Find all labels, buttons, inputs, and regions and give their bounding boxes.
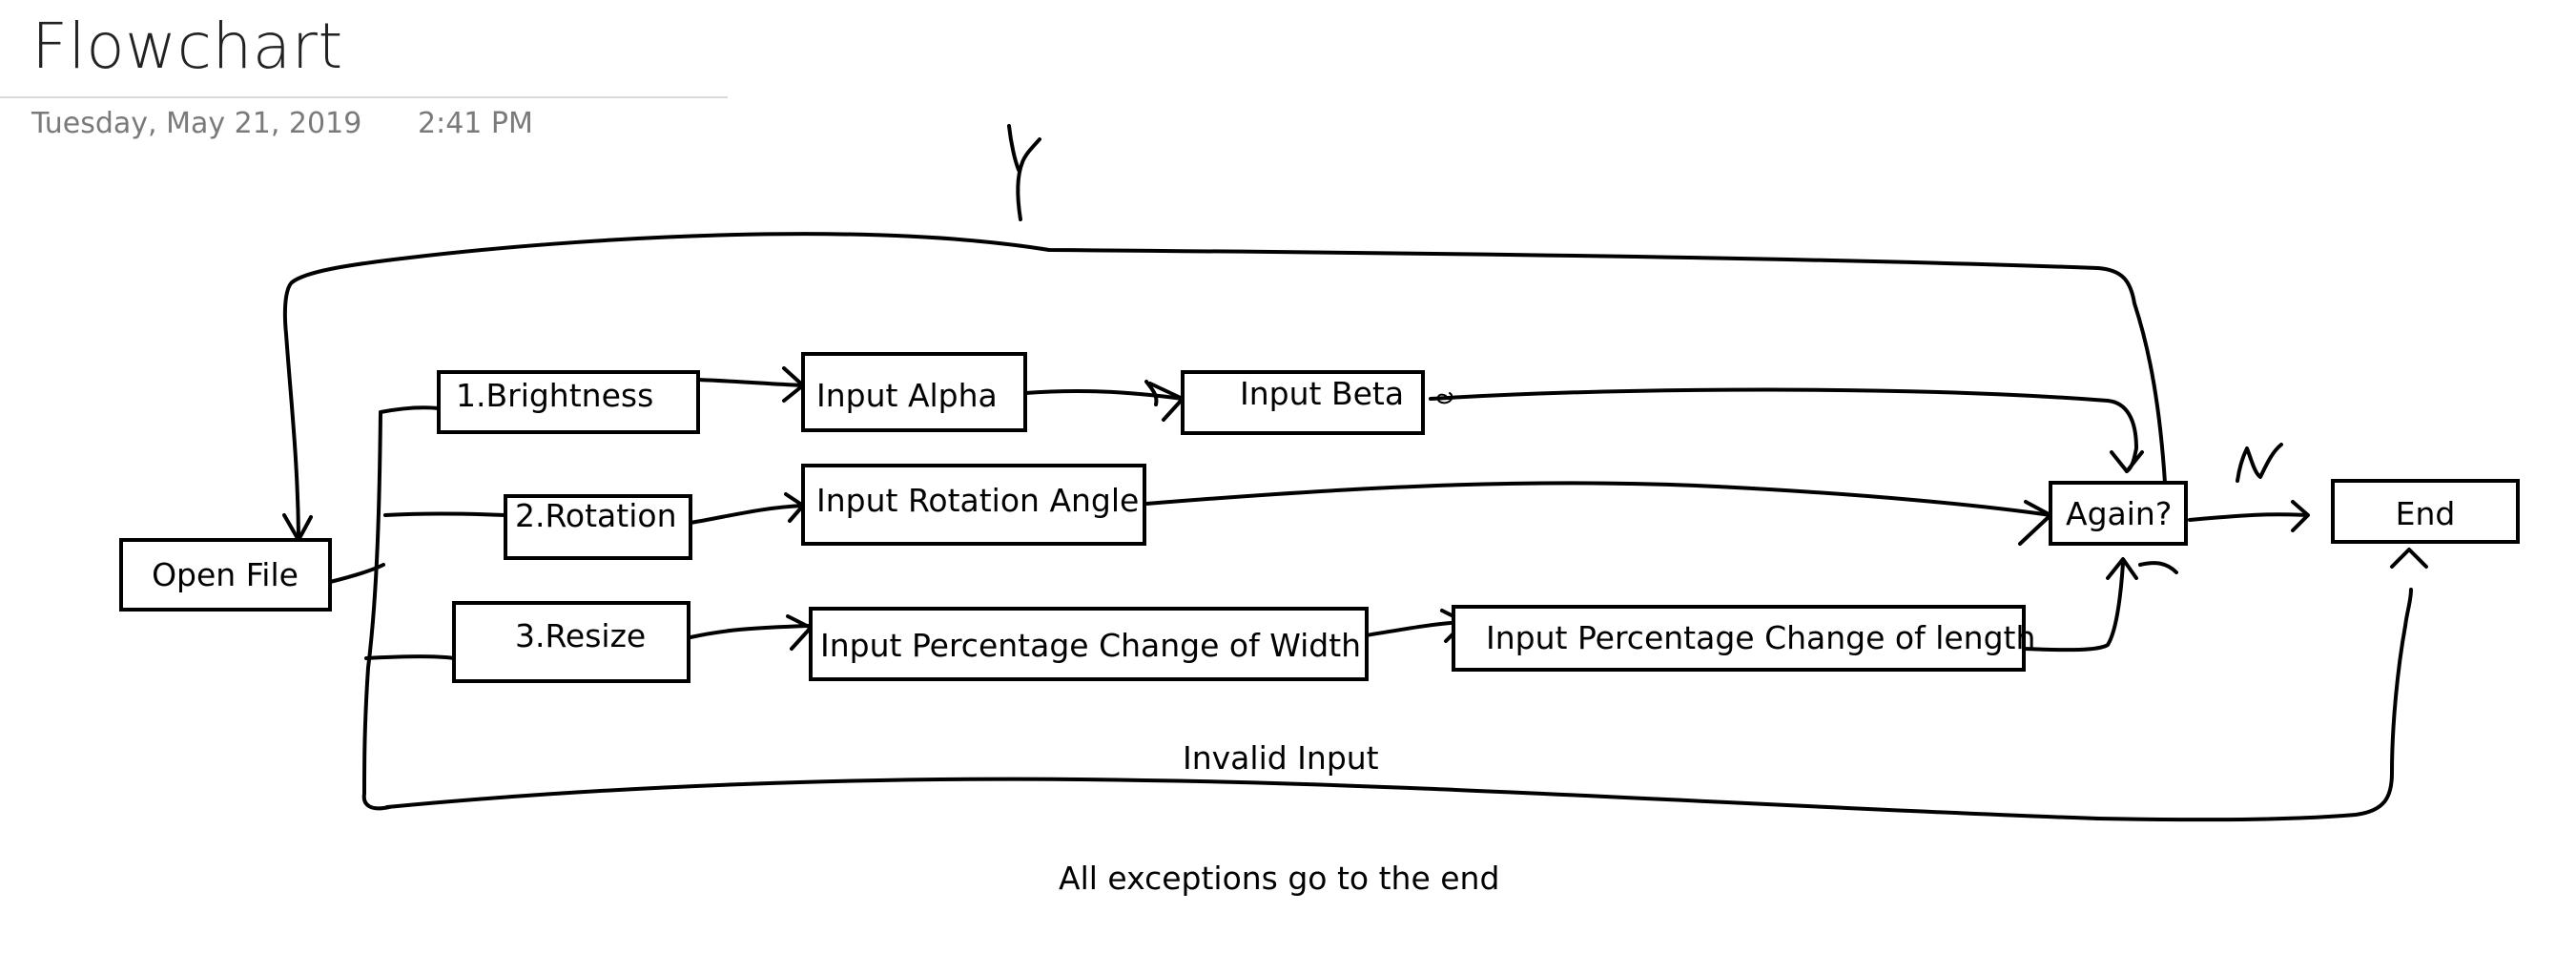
page-title: Flowchart	[31, 10, 343, 83]
yes-mark	[1007, 124, 1041, 221]
node-input-beta: Input Beta	[1181, 370, 1425, 435]
invalid-input-arrowhead	[2390, 548, 2428, 569]
node-input-beta-label: Input Beta	[1240, 375, 1404, 412]
node-input-rotation-angle: Input Rotation Angle	[801, 464, 1146, 546]
page-time: 2:41 PM	[418, 107, 533, 140]
node-input-length: Input Percentage Change of length	[1452, 605, 2035, 672]
node-again-label: Again?	[2066, 495, 2172, 532]
invalid-input-line	[385, 588, 2413, 822]
node-brightness-label: 1.Brightness	[456, 377, 653, 414]
node-open-file-label: Open File	[152, 556, 299, 593]
angle-to-again-line	[1144, 481, 2052, 517]
again-bottom-hook	[2138, 561, 2178, 574]
beta-start-curl	[1436, 392, 1453, 404]
resize-to-width-arrowhead	[786, 614, 813, 651]
left-trunk-line	[361, 412, 391, 811]
node-input-length-label: Input Percentage Change of length	[1486, 619, 2035, 656]
title-divider	[0, 96, 728, 98]
node-resize-label: 3.Resize	[515, 617, 646, 654]
node-input-alpha-label: Input Alpha	[816, 377, 998, 414]
alpha-to-beta-line	[1023, 389, 1185, 401]
node-resize: 3.Resize	[452, 601, 690, 683]
node-input-width-label: Input Percentage Change of Width	[820, 627, 1361, 664]
resize-to-width-line	[689, 624, 811, 639]
loop-yes-top-line	[282, 232, 2167, 536]
node-open-file: Open File	[119, 538, 332, 612]
length-to-again-line	[2022, 561, 2125, 653]
openfile-to-trunk	[328, 563, 385, 584]
trunk-to-brightness	[379, 405, 441, 414]
exceptions-note: All exceptions go to the end	[1059, 860, 1499, 897]
again-to-end-arrowhead	[2291, 500, 2310, 532]
node-rotation-label: 2.Rotation	[515, 497, 677, 534]
alpha-to-beta-arrowhead	[1144, 380, 1185, 422]
node-input-rotation-angle-label: Input Rotation Angle	[816, 482, 1139, 519]
brightness-to-alpha-line	[696, 378, 805, 387]
length-to-again-arrowhead	[2106, 557, 2138, 580]
node-rotation: 2.Rotation	[504, 494, 692, 560]
node-brightness: 1.Brightness	[437, 370, 700, 434]
trunk-to-rotation	[383, 511, 507, 517]
no-mark	[2236, 443, 2283, 483]
node-end: End	[2331, 479, 2520, 544]
edge-label-invalid-input: Invalid Input	[1183, 739, 1379, 777]
width-to-length-line	[1364, 620, 1465, 637]
node-input-alpha: Input Alpha	[801, 352, 1027, 432]
trunk-to-resize	[364, 654, 456, 660]
angle-to-again-arrowhead	[2018, 500, 2052, 546]
rotation-to-angle-line	[689, 504, 805, 525]
node-end-label: End	[2396, 495, 2456, 532]
node-again: Again?	[2049, 481, 2188, 546]
beta-to-again-line	[1429, 387, 2138, 473]
again-to-end-line	[2188, 512, 2308, 522]
node-input-width: Input Percentage Change of Width	[809, 607, 1369, 681]
page-date: Tuesday, May 21, 2019	[31, 107, 362, 140]
beta-to-again-arrowhead	[2110, 450, 2144, 473]
